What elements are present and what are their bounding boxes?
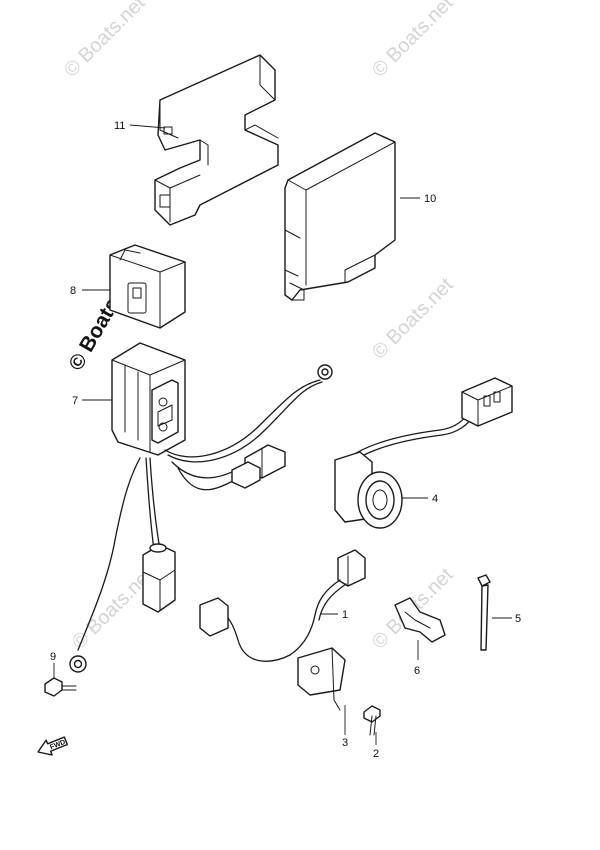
callout-7: 7 [72, 395, 78, 407]
part-10-ecu [284, 132, 396, 301]
watermark-top-left: © Boats.net [60, 0, 150, 82]
callout-9: 9 [50, 651, 56, 663]
part-7-regulator [111, 342, 186, 456]
watermark-mid-right: © Boats.net [368, 274, 458, 364]
callouts: 11 10 8 7 4 1 5 6 9 3 2 [50, 120, 521, 760]
watermark-top-right: © Boats.net [368, 0, 458, 82]
part-9-bolt [44, 677, 77, 697]
part-11-cover [154, 54, 279, 226]
part-4-socket [334, 377, 513, 529]
callout-11: 11 [114, 120, 125, 132]
part-2-bolt [363, 705, 381, 736]
part-6-clamp [394, 597, 446, 643]
leader-lines [53, 124, 512, 745]
callout-10: 10 [424, 193, 436, 205]
callout-6: 6 [414, 665, 420, 677]
callout-5: 5 [515, 613, 521, 625]
part-8-relay [109, 244, 186, 329]
part-5-cable-tie [477, 574, 491, 651]
callout-2: 2 [373, 748, 379, 760]
callout-4: 4 [432, 493, 438, 505]
callout-1: 1 [342, 609, 348, 621]
callout-8: 8 [70, 285, 76, 297]
harness-wires-7 [69, 364, 333, 673]
callout-3: 3 [342, 737, 348, 749]
forward-arrow-label: FWD [49, 739, 66, 751]
part-1-sensor [199, 549, 366, 711]
forward-arrow: FWD [37, 736, 69, 756]
